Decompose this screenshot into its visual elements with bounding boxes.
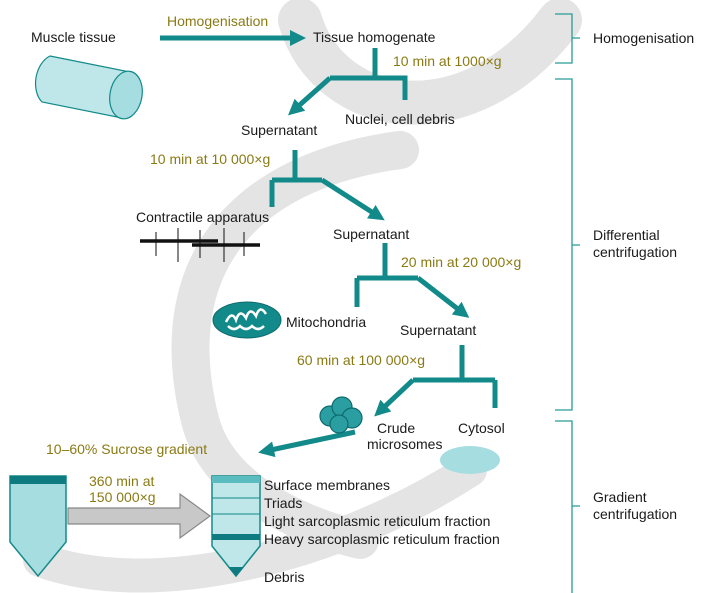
nuclei-cell-debris-label: Nuclei, cell debris: [345, 111, 455, 127]
centrifuge-tube-sample-icon: [9, 475, 67, 578]
centrifuge-tube-gradient-icon: [211, 475, 261, 578]
gradient-condition-label: 10–60% Sucrose gradient: [46, 441, 208, 457]
crude-microsomes-label-line1: Crude: [377, 420, 416, 436]
mitochondria-label: Mitochondria: [286, 314, 367, 330]
spin4-condition-label: 60 min at 100 000×g: [297, 352, 426, 368]
fraction-surface-membranes: Surface membranes: [264, 477, 391, 493]
spin4-microsomes-arrow: [374, 378, 415, 417]
section-homogenisation-label: Homogenisation: [593, 30, 695, 46]
fraction-light-sr: Light sarcoplasmic reticulum fraction: [264, 513, 491, 529]
section-brackets: [555, 13, 580, 593]
cytosol-label: Cytosol: [458, 420, 505, 436]
tissue-homogenate-label: Tissue homogenate: [313, 29, 436, 45]
spin3-condition-label: 20 min at 20 000×g: [401, 254, 522, 270]
contractile-apparatus-icon: [140, 228, 260, 262]
mitochondrion-icon: [212, 301, 282, 339]
spin1-split-lines: [330, 48, 408, 100]
to-gradient-arrow: [258, 429, 356, 458]
supernatant-3-label: Supernatant: [400, 322, 477, 338]
spin3-supernatant-arrow: [416, 276, 470, 318]
crude-microsomes-label-line2: microsomes: [367, 436, 443, 452]
section-differential-label-line1: Differential: [593, 227, 660, 243]
homogenisation-condition-label: Homogenisation: [167, 13, 269, 29]
homogenisation-bracket: [555, 13, 580, 64]
muscle-tissue-label: Muscle tissue: [31, 29, 116, 45]
flow-arrows: [160, 29, 498, 458]
spin2-supernatant-arrow: [320, 177, 385, 221]
spin4-split-lines: [413, 345, 498, 408]
fraction-debris: Debris: [264, 569, 305, 585]
cytosol-icon: [440, 446, 500, 474]
spin5-condition-line2: 150 000×g: [89, 489, 156, 505]
spin2-condition-label: 10 min at 10 000×g: [150, 151, 271, 167]
spin2-split-lines: [269, 150, 322, 207]
spin1-supernatant-arrow: [288, 76, 332, 116]
supernatant-2-label: Supernatant: [333, 226, 410, 242]
section-gradient-label-line1: Gradient: [593, 489, 647, 505]
muscle-tissue-cylinder-icon: [34, 55, 143, 120]
section-gradient-label-line2: centrifugation: [593, 506, 678, 522]
spin3-split-lines: [354, 243, 418, 307]
supernatant-1-label: Supernatant: [241, 122, 318, 138]
section-differential-label-line2: centrifugation: [593, 244, 678, 260]
fraction-triads: Triads: [264, 495, 303, 511]
spin1-condition-label: 10 min at 1000×g: [393, 53, 502, 69]
spin5-condition-line1: 360 min at: [89, 473, 155, 489]
fraction-heavy-sr: Heavy sarcoplasmic reticulum fraction: [264, 531, 500, 547]
gradient-spin-arrow: [67, 492, 212, 540]
differential-bracket: [555, 78, 580, 411]
contractile-apparatus-label: Contractile apparatus: [136, 209, 270, 225]
crude-microsomes-icon: [319, 396, 363, 434]
gradient-bracket: [555, 420, 580, 593]
